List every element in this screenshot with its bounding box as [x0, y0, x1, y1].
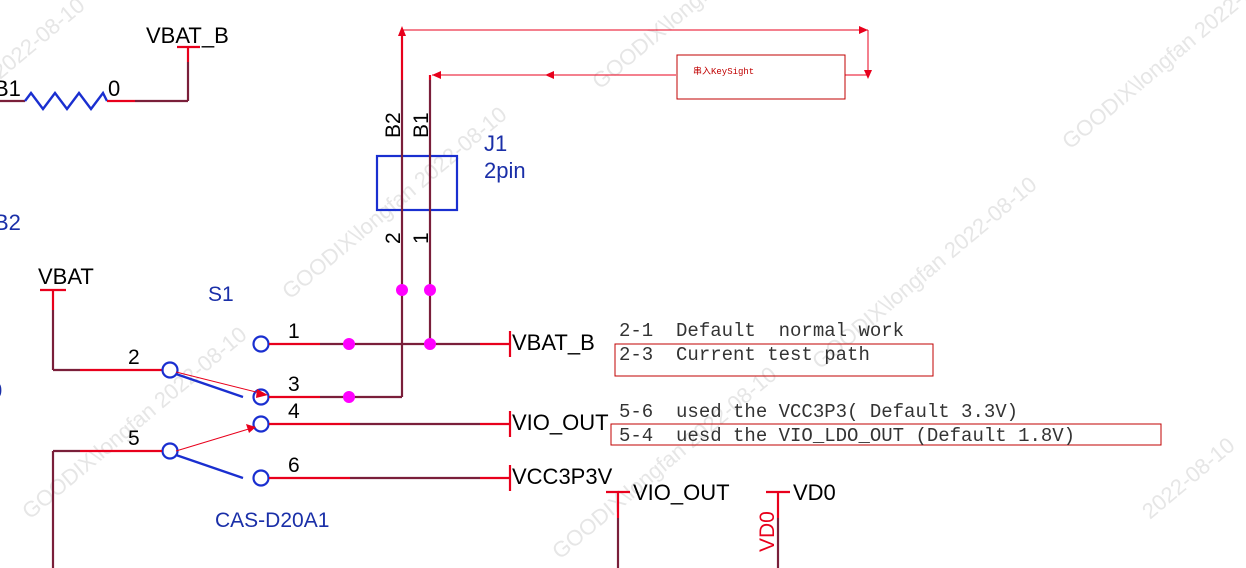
net-label-vbat: VBAT [38, 264, 94, 289]
switch-blade-lower [175, 453, 244, 480]
switch-contact-5 [161, 442, 179, 460]
switch-contact-2 [161, 361, 179, 379]
arrow-up-icon [398, 26, 406, 36]
note-highlight-box [610, 423, 1162, 446]
switch-pin-2: 2 [128, 346, 140, 369]
connector-pin-number-2: 2 [382, 232, 405, 244]
switch-contact-1 [252, 335, 270, 353]
net-label-vd0: VD0 [793, 480, 836, 505]
net-pin1-vbat-b: VBAT_B [269, 330, 595, 357]
connector-ref: J1 [484, 131, 507, 156]
net-pin6-vcc3p3v: VCC3P3V [269, 464, 613, 491]
resistor-value: 0 [108, 76, 120, 101]
watermark-text: GOODIX\longfan 2022-08-10 [1057, 0, 1246, 154]
arrow-left-icon [432, 71, 441, 79]
switch-s1: S1 CAS-D20A1 1 2 3 4 5 6 [128, 283, 329, 532]
notes-block: 2-1 Default normal work 2-3 Current test… [610, 320, 1162, 447]
edge-label-b1: B1 [0, 76, 21, 101]
junction-dot [424, 338, 436, 350]
arrow-left-icon [545, 71, 554, 79]
arrow-right-icon [859, 26, 868, 34]
connector-desc: 2pin [484, 158, 526, 183]
switch-blade-upper [175, 372, 244, 399]
note-line-1: 2-1 Default normal work [619, 320, 904, 342]
edge-label-b2: B2 [0, 210, 21, 235]
arrow-right-icon [246, 424, 256, 433]
connector-pin-name-b2: B2 [382, 112, 405, 138]
switch-pin-1: 1 [288, 320, 300, 343]
note-highlight-box [614, 343, 934, 377]
connector-pin-name-b1: B1 [410, 112, 433, 138]
watermark-text: GOODIX\longfan [587, 0, 730, 94]
switch-contact-6 [252, 469, 270, 487]
note-line-4: 5-4 uesd the VIO_LDO_OUT (Default 1.8V) [619, 425, 1075, 447]
switch-pin-5: 5 [128, 427, 140, 450]
keysight-box [676, 54, 846, 100]
net-label-vbat-b-out: VBAT_B [512, 330, 595, 355]
net-label-vd0-vertical: VD0 [756, 511, 779, 552]
switch-ref: S1 [208, 283, 234, 306]
bottom-rails: VIO_OUT VD0 VD0 [606, 480, 836, 568]
switch-pin-6: 6 [288, 454, 300, 477]
watermark-text: 2022-08-10 [0, 0, 89, 84]
note-line-2: 2-3 Current test path [619, 344, 870, 366]
edge-label-partial: 0 [0, 378, 2, 403]
switch-pin-4: 4 [288, 400, 300, 423]
junction-dot [343, 338, 355, 350]
junction-dot [424, 284, 436, 296]
net-label-vio-out: VIO_OUT [512, 410, 609, 435]
switch-contact-4 [252, 415, 270, 433]
arrow-right-icon [256, 389, 268, 398]
keysight-routing: 串入KeySight [398, 26, 872, 100]
net-label-vio-out-bottom: VIO_OUT [633, 480, 730, 505]
connector-pin-number-1: 1 [410, 232, 433, 244]
watermark-text: 2022-08-10 [1137, 432, 1239, 523]
net-pin5 [51, 449, 162, 568]
watermark-text: GOODIX\longfan 2022-08-10 [547, 362, 781, 564]
note-line-3: 5-6 used the VCC3P3( Default 3.3V) [619, 401, 1018, 423]
net-pin3-j1 [269, 290, 432, 399]
resistor-section: VBAT_B 0 B1 [0, 23, 229, 111]
switch-part-number: CAS-D20A1 [215, 509, 329, 532]
switch-pin-3: 3 [288, 373, 300, 396]
connector-body [375, 154, 459, 212]
junction-dot [396, 284, 408, 296]
net-pin4-vio-out: VIO_OUT [269, 410, 609, 437]
junction-dot [343, 391, 355, 403]
net-label-vbat-b: VBAT_B [146, 23, 229, 48]
resistor-symbol [24, 90, 109, 111]
keysight-note: 串入KeySight [693, 66, 754, 77]
net-label-vcc3p3v: VCC3P3V [512, 464, 613, 489]
connector-j1: B2 B1 2 1 J1 2pin [375, 32, 526, 290]
junctions [343, 284, 436, 403]
vbat-source: VBAT [38, 264, 162, 372]
